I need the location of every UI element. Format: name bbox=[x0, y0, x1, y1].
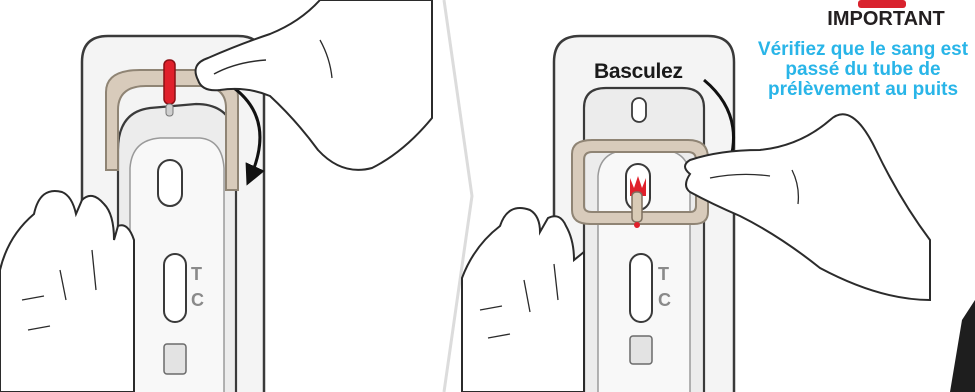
label-block-left bbox=[164, 344, 186, 374]
result-window-left bbox=[164, 254, 186, 322]
important-text: Vérifiez que le sang est passé du tube d… bbox=[752, 40, 974, 100]
blood-tube-icon bbox=[164, 60, 175, 116]
left-panel bbox=[0, 0, 432, 392]
control-line-letter-left: C bbox=[191, 290, 204, 311]
test-line-letter-right: T bbox=[658, 264, 669, 285]
control-line-letter-right: C bbox=[658, 290, 671, 311]
sample-well-left bbox=[158, 160, 182, 206]
important-badge bbox=[858, 0, 906, 8]
test-line-letter-left: T bbox=[191, 264, 202, 285]
basculez-label: Basculez bbox=[594, 60, 683, 84]
important-title: IMPORTANT bbox=[800, 8, 972, 31]
result-window-right bbox=[630, 254, 652, 322]
label-block-right bbox=[630, 336, 652, 364]
hand-icon bbox=[462, 208, 584, 392]
